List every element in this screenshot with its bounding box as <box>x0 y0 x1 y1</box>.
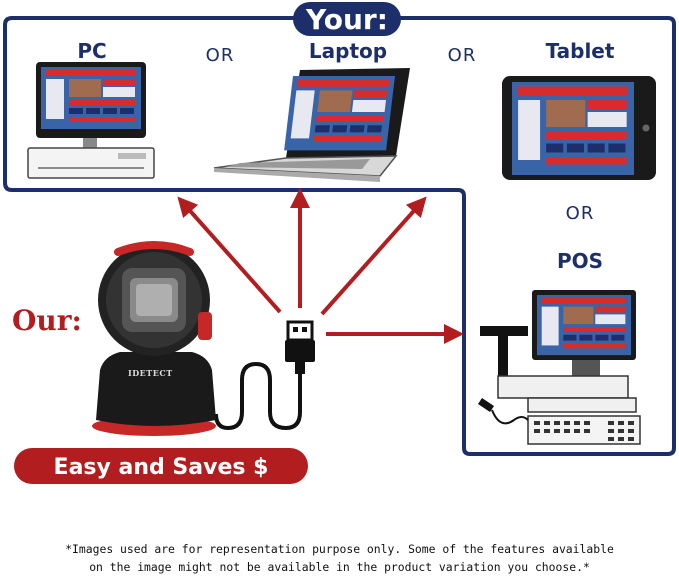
usb-connector-icon <box>285 320 315 374</box>
laptop-illustration <box>213 68 410 182</box>
title-pill: Your: <box>293 2 401 36</box>
device-frame-border <box>3 16 676 456</box>
cta-text: Easy and Saves $ <box>54 455 269 480</box>
tablet-illustration <box>502 76 656 180</box>
connection-arrows <box>177 188 464 344</box>
disclaimer-line-1: *Images used are for representation purp… <box>65 542 614 556</box>
barcode-scanner-icon: IDETECT <box>92 241 216 436</box>
arrow-icon <box>320 196 427 316</box>
our-label: Our: <box>12 304 82 337</box>
disclaimer: *Images used are for representation purp… <box>0 540 679 576</box>
disclaimer-line-2: on the image might not be available in t… <box>89 560 590 574</box>
label-laptop: Laptop <box>309 39 387 63</box>
or-separator-1: OR <box>206 45 235 66</box>
pc-illustration <box>27 62 155 179</box>
usb-cable <box>214 361 302 431</box>
pos-illustration <box>478 290 641 445</box>
diagram-canvas: Your: PC Laptop Tablet POS OR OR OR <box>3 2 676 484</box>
arrow-icon <box>177 196 282 314</box>
label-pos: POS <box>557 249 603 273</box>
or-separator-3: OR <box>566 203 595 224</box>
cta-banner: Easy and Saves $ <box>14 448 308 484</box>
or-separator-2: OR <box>448 45 477 66</box>
page-title: Your: <box>305 3 388 36</box>
label-pc: PC <box>77 39 106 63</box>
label-tablet: Tablet <box>546 39 615 63</box>
scanner-brand: IDETECT <box>128 368 173 378</box>
